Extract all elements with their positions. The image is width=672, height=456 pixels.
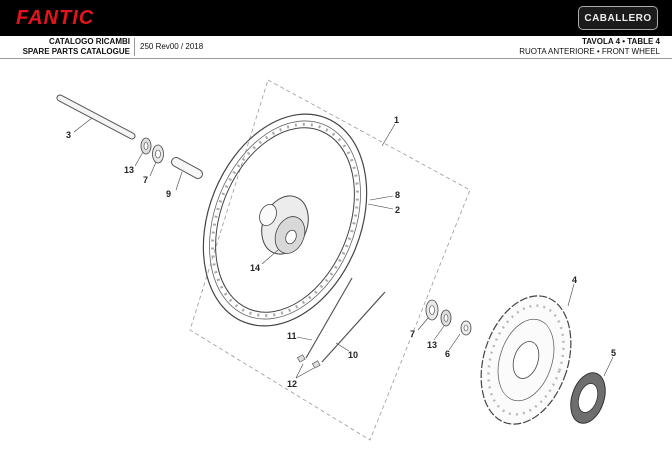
- callout-11: 11: [287, 331, 297, 341]
- callout-14: 14: [250, 263, 260, 273]
- catalogue-header: CATALOGO RICAMBI SPARE PARTS CATALOGUE 2…: [0, 36, 672, 59]
- assembly-frame: [189, 79, 471, 441]
- fantic-logo: FANTIC: [16, 7, 94, 29]
- catalog-title-en: SPARE PARTS CATALOGUE: [22, 47, 130, 56]
- callout-5: 5: [611, 348, 616, 358]
- callout-4: 4: [572, 275, 577, 285]
- spacer-part: [171, 157, 203, 179]
- left-bearing-part: [140, 137, 164, 164]
- table-title: RUOTA ANTERIORE • FRONT WHEEL: [519, 47, 660, 56]
- top-bar: FANTIC CABALLERO: [0, 0, 672, 36]
- disc-carrier-part: [570, 372, 606, 424]
- callout-10: 10: [348, 350, 358, 360]
- callout-12: 12: [287, 379, 297, 389]
- right-bearing-part: [425, 299, 472, 336]
- caballero-badge: CABALLERO: [578, 6, 658, 30]
- callout-2: 2: [395, 205, 400, 215]
- callout-7-left: 7: [143, 175, 148, 185]
- callout-9: 9: [166, 189, 171, 199]
- catalog-title: CATALOGO RICAMBI SPARE PARTS CATALOGUE: [0, 37, 130, 57]
- callout-1: 1: [394, 115, 399, 125]
- table-number: TAVOLA 4 • TABLE 4: [581, 37, 660, 46]
- callout-13-left: 13: [124, 165, 134, 175]
- callout-6: 6: [445, 349, 450, 359]
- header-divider: [134, 38, 135, 56]
- callout-13-right: 13: [427, 340, 437, 350]
- revision-label: 250 Rev00 / 2018: [140, 42, 204, 51]
- catalog-title-it: CATALOGO RICAMBI: [48, 37, 130, 46]
- callout-8: 8: [395, 190, 400, 200]
- spokes-part: [296, 277, 386, 369]
- callout-7-right: 7: [410, 329, 415, 339]
- callout-3: 3: [66, 130, 71, 140]
- table-info: TAVOLA 4 • TABLE 4 RUOTA ANTERIORE • FRO…: [519, 37, 660, 57]
- wheel-rim-part: [202, 113, 368, 327]
- axle-part: [56, 94, 136, 140]
- wheel-hub-part: [259, 195, 309, 255]
- brake-disc-part: [480, 295, 572, 425]
- svg-text:FANTIC: FANTIC: [16, 7, 94, 29]
- leader-lines: [73, 117, 614, 379]
